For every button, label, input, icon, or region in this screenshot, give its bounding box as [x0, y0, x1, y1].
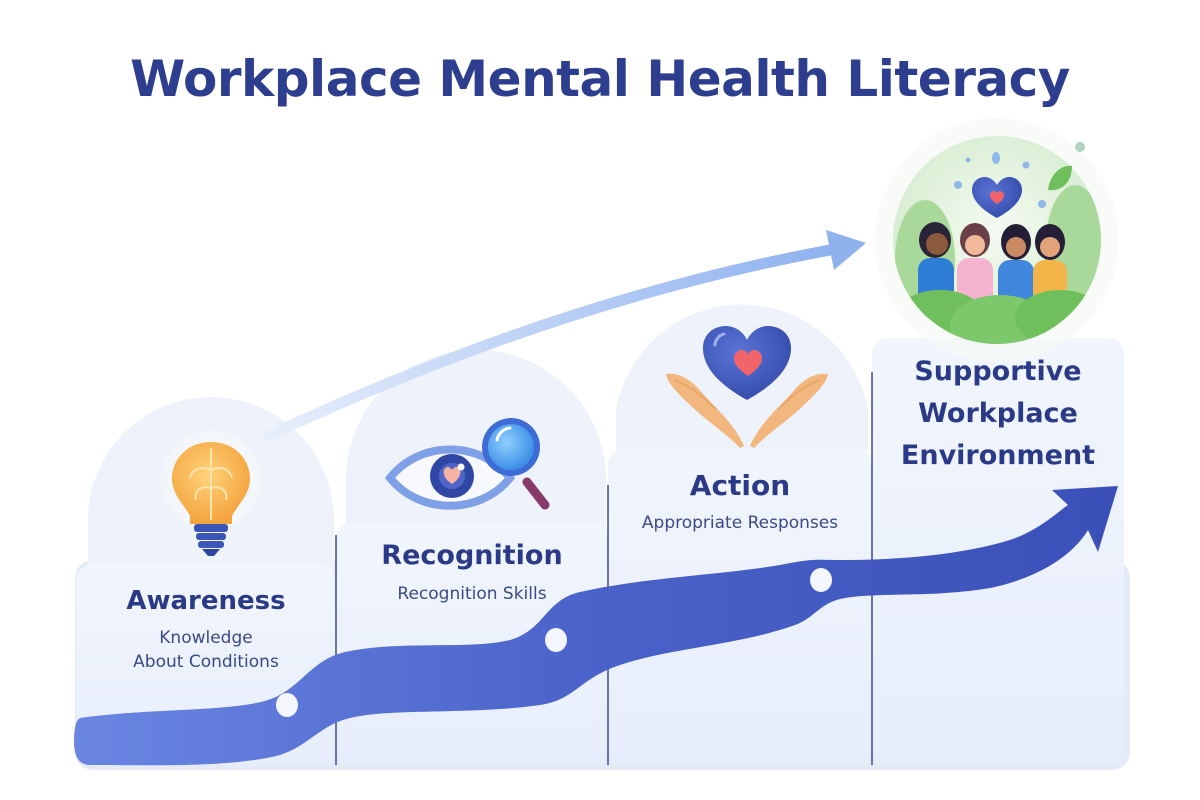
step-supportive-title-line3: Environment: [900, 440, 1096, 471]
step-awareness-subtitle-line2: About Conditions: [133, 652, 279, 672]
step-recognition-title: Recognition: [381, 540, 563, 571]
eye-magnifier-icon: [384, 418, 550, 510]
step-action-title: Action: [689, 469, 791, 502]
lightbulb-brain-icon: [161, 430, 261, 556]
hands-heart-icon: [666, 326, 828, 448]
step-action-subtitle: Appropriate Responses: [641, 513, 839, 533]
progress-ribbon: [74, 486, 1118, 766]
step-recognition-subtitle: Recognition Skills: [397, 584, 547, 604]
step-supportive-title-line1: Supportive: [914, 356, 1082, 387]
step-supportive-title-line2: Workplace: [918, 398, 1078, 429]
page-title: Workplace Mental Health Literacy: [130, 50, 1070, 108]
step-awareness-subtitle-line1: Knowledge: [159, 628, 253, 648]
people-community-icon: [875, 118, 1119, 362]
step-awareness-title: Awareness: [126, 586, 286, 616]
